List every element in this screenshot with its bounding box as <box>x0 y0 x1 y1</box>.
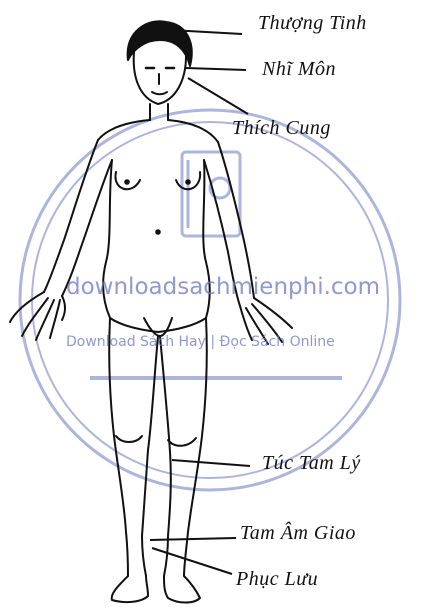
leader-thich-cung <box>188 78 248 114</box>
leader-phuc-luu <box>152 548 232 574</box>
leader-nhi-mon <box>186 68 246 70</box>
label-thich-cung: Thích Cung <box>232 117 331 140</box>
label-phuc-luu: Phục Lưu <box>236 568 318 591</box>
label-tuc-tam-ly: Túc Tam Lý <box>262 452 361 475</box>
watermark-tagline: Download Sách Hay | Đọc Sách Online <box>66 334 335 350</box>
label-tam-am-giao: Tam Âm Giao <box>240 522 356 545</box>
leader-tuc-tam-ly <box>172 460 250 466</box>
body-outline <box>10 21 292 602</box>
label-thuong-tinh: Thượng Tinh <box>258 12 367 35</box>
leader-tam-am-giao <box>150 538 236 540</box>
label-nhi-mon: Nhĩ Môn <box>262 58 336 81</box>
watermark-site: downloadsachmienphi.com <box>66 274 380 300</box>
